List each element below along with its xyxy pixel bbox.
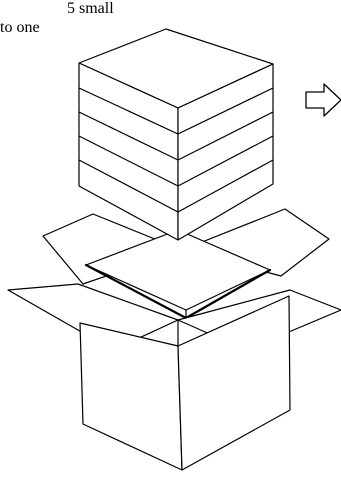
carton-left-face (80, 323, 182, 470)
stacked-boxes-icon (79, 29, 273, 240)
arrow-right-icon (306, 84, 341, 116)
